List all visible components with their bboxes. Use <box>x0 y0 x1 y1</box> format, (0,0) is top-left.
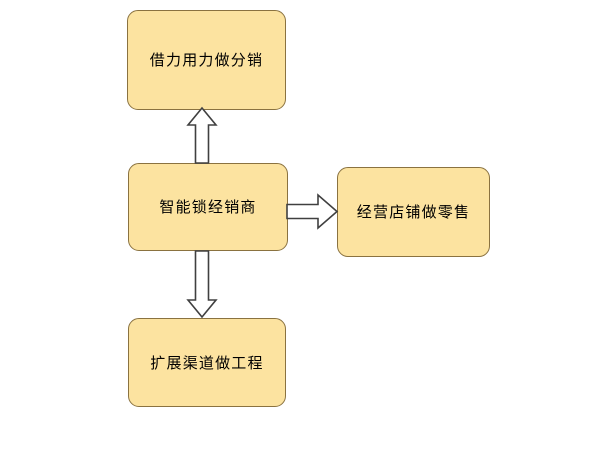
node-retail-label: 经营店铺做零售 <box>356 203 471 221</box>
node-distribution-label: 借力用力做分销 <box>149 51 264 69</box>
down-block-arrow-icon <box>186 250 218 319</box>
node-engineering[interactable]: 扩展渠道做工程 <box>128 318 286 407</box>
edge-dealer-to-distribution[interactable] <box>185 106 219 164</box>
node-distribution[interactable]: 借力用力做分销 <box>127 10 286 110</box>
node-smart-lock-dealer[interactable]: 智能锁经销商 <box>128 163 288 251</box>
right-block-arrow-icon <box>286 193 339 230</box>
edge-dealer-to-engineering[interactable] <box>185 250 219 319</box>
edge-dealer-to-retail[interactable] <box>286 193 339 230</box>
node-retail[interactable]: 经营店铺做零售 <box>337 167 490 257</box>
node-smart-lock-dealer-label: 智能锁经销商 <box>159 198 257 216</box>
node-engineering-label: 扩展渠道做工程 <box>150 353 264 372</box>
up-block-arrow-icon <box>186 106 218 164</box>
